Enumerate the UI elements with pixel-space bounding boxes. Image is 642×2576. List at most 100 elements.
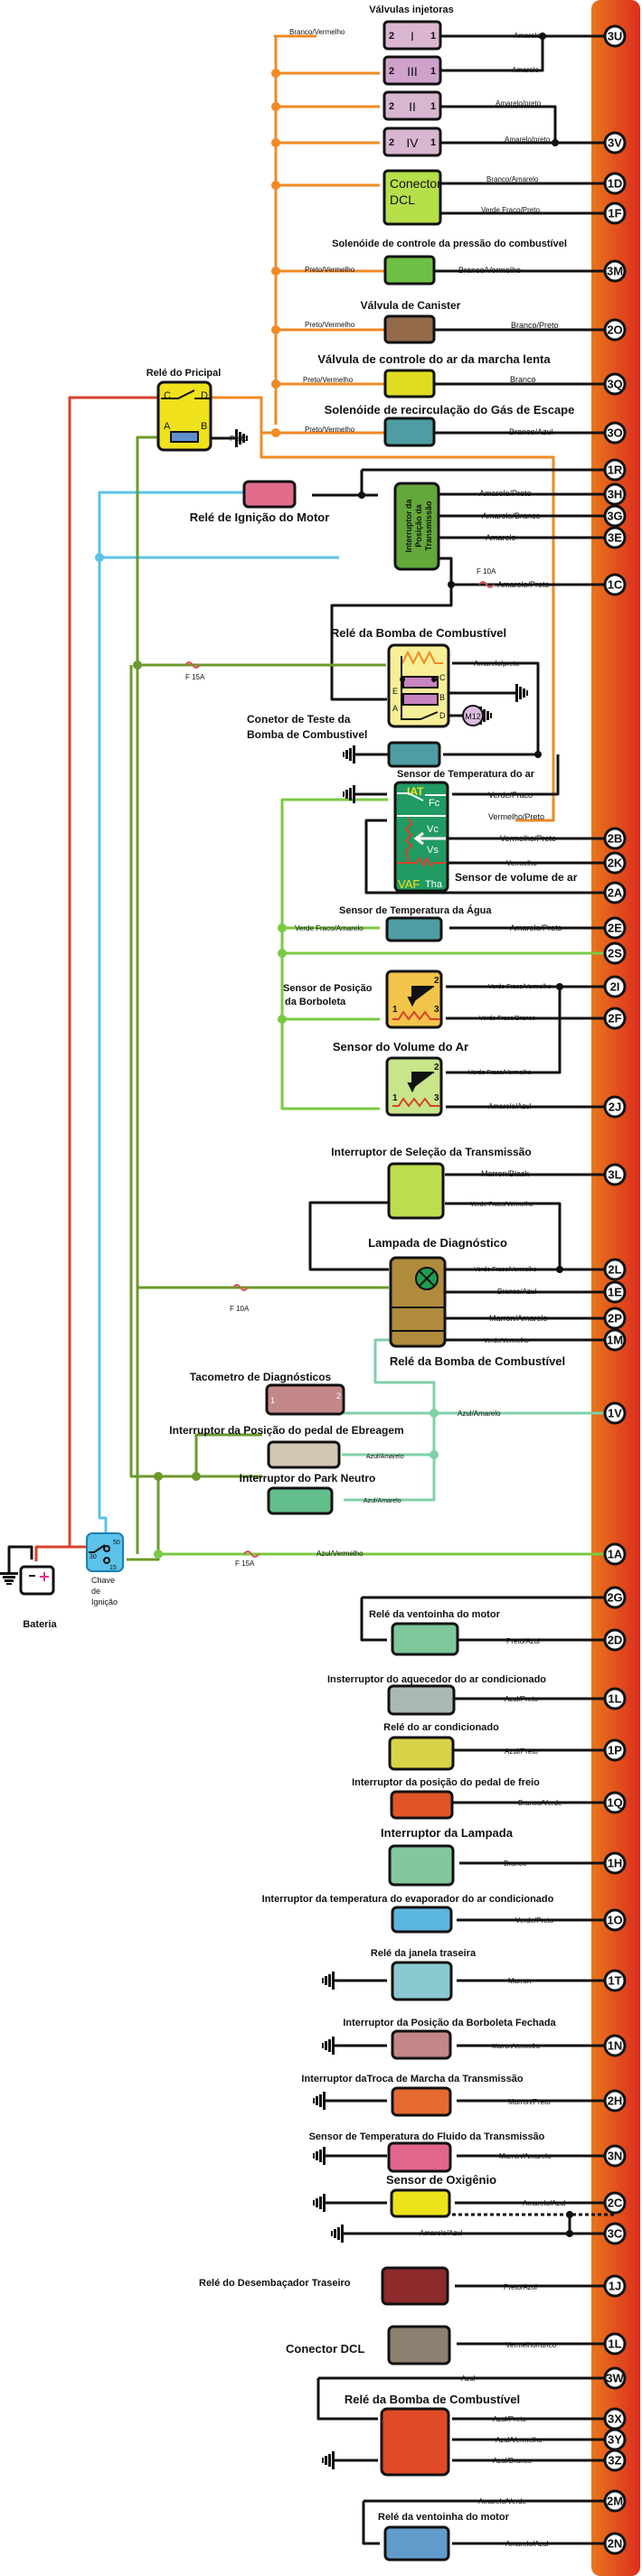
transmission-position-switch[interactable]: Interruptor da Posição da Transmissão <box>393 482 440 571</box>
ac-relay[interactable] <box>388 1736 455 1771</box>
park-neutral-switch-title: Interruptor do Park Neutro <box>240 1472 376 1485</box>
wire-label: Preto <box>230 435 248 443</box>
ignition-key-label: Ignição <box>91 1597 118 1606</box>
fuel-pump-relay-2[interactable] <box>380 2407 450 2477</box>
shift-switch[interactable] <box>391 2086 452 2117</box>
wire-label: Vermelho <box>506 859 537 867</box>
injector-4[interactable]: 2 IV 1 <box>382 126 442 157</box>
fan-relay[interactable] <box>391 1622 459 1656</box>
ecu-pin-circle <box>603 1095 627 1119</box>
wire-label: Amarelo/Branco <box>482 511 541 520</box>
wire-label: Amarelo/Preto <box>497 580 550 589</box>
ecu-pin-badge: 1A <box>603 1542 627 1566</box>
fuse-label: F 10A <box>230 1305 250 1313</box>
wire-label: Preto/Vermelho <box>303 376 354 384</box>
idle-air-valve[interactable] <box>383 369 436 398</box>
svg-text:2: 2 <box>389 101 394 112</box>
ecu-pin-badge: 3Z <box>603 2449 627 2472</box>
wire-label: Preto/Vermelho <box>305 426 355 434</box>
park-neutral-switch[interactable] <box>267 1486 334 1515</box>
lamp-switch[interactable] <box>388 1844 455 1887</box>
oxygen-sensor[interactable] <box>390 2188 451 2218</box>
ecu-pin-badge: 1C <box>603 573 627 596</box>
ecu-pin-label: 2F <box>608 1012 621 1026</box>
wire-label: Amarelo/Verde <box>478 2497 526 2506</box>
svg-text:D: D <box>201 390 208 401</box>
water-temp-sensor[interactable] <box>385 916 443 942</box>
ecu-pin-circle <box>603 526 627 549</box>
ac-evap-temp-switch[interactable] <box>391 1906 453 1934</box>
rear-window-relay[interactable] <box>391 1961 453 2001</box>
wire-label: Branco/Vermelho <box>289 28 345 36</box>
fuel-pump-test-connector[interactable] <box>387 741 441 768</box>
clutch-pedal-switch[interactable] <box>267 1440 341 1469</box>
svg-text:3: 3 <box>434 1005 439 1015</box>
ignition-relay[interactable] <box>242 480 297 509</box>
ecu-pin-label: 2J <box>609 1101 621 1114</box>
battery[interactable] <box>19 1565 55 1596</box>
ecu-pin-badge: 2F <box>603 1007 627 1030</box>
wire-label: Preto/Azul <box>504 2283 537 2291</box>
ignition-switch[interactable]: 50 30 15 <box>86 1532 124 1572</box>
ecu-pin-label: 2N <box>608 2537 623 2551</box>
ecu-pin-label: 2K <box>608 857 623 870</box>
ecu-pin-label: 2P <box>608 1312 622 1325</box>
injector-label: III <box>407 64 418 79</box>
injector-2[interactable]: 2 II 1 <box>382 90 442 121</box>
ecu-pin-badge: 2C <box>603 2191 627 2215</box>
ecu-pin-circle <box>603 458 627 482</box>
ecu-pin-badge: 1O <box>603 1908 627 1932</box>
ecu-pin-badge: 1M <box>603 1328 627 1352</box>
transmission-select-switch[interactable] <box>387 1162 445 1220</box>
ac-evap-temp-switch-title: Interruptor da temperatura do evaporador… <box>262 1894 554 1905</box>
ecu-pin-label: 2I <box>610 980 620 994</box>
ecu-pin-circle <box>603 2332 627 2356</box>
svg-text:B: B <box>201 421 207 432</box>
diagnostic-lamp[interactable] <box>389 1256 447 1348</box>
wire-label: Azul/Amarelo <box>458 1410 501 1418</box>
ecu-pin-label: 1L <box>608 2337 621 2351</box>
brake-pedal-switch[interactable] <box>390 1790 454 1820</box>
trans-fluid-temp-sensor[interactable] <box>387 2141 452 2173</box>
wire-label: Branco/Azul <box>509 427 553 436</box>
fuel-pressure-solenoid[interactable] <box>383 255 436 286</box>
ecu-pin-circle <box>603 1791 627 1814</box>
egr-solenoid[interactable] <box>383 417 436 447</box>
ecu-pin-circle <box>603 2089 627 2112</box>
wire-label: Branco/Preto <box>511 321 559 330</box>
diag-tachometer[interactable]: 1 2 <box>265 1383 345 1416</box>
main-relay[interactable]: C D A B <box>156 380 212 452</box>
dcl-connector-top[interactable]: Conector DCL <box>382 169 442 226</box>
ecu-pin-label: 2A <box>608 886 623 900</box>
wire-label: Verde Fraco/Vermelho <box>474 1267 537 1273</box>
fuel-pump-relay[interactable]: C E B A D <box>387 643 450 728</box>
svg-text:Transmissão: Transmissão <box>424 501 433 551</box>
ecu-pin-circle <box>603 1307 627 1330</box>
ac-heater-switch[interactable] <box>387 1684 456 1716</box>
wire-label: Marron/Preto <box>508 2098 551 2106</box>
dcl-connector-bottom[interactable] <box>387 2325 451 2365</box>
ecu-pin-circle <box>603 1851 627 1875</box>
air-volume-sensor[interactable]: 2 1 3 <box>385 1056 443 1117</box>
fuse-label: F 10A <box>477 567 496 576</box>
ecu-pin-circle <box>603 131 627 155</box>
throttle-position-sensor[interactable]: 2 1 3 <box>385 970 443 1029</box>
ecu-pin-label: 1F <box>608 207 621 220</box>
wire-label: Branco/Verde <box>518 1799 562 1807</box>
closed-throttle-switch[interactable] <box>391 2029 452 2060</box>
fuel-pump-test-connector-title: Bomba de Combustivel <box>247 728 367 741</box>
tps-title: Sensor de Posição <box>283 983 373 994</box>
wire-label: Verde/Preto <box>515 1916 554 1925</box>
ecu-pin-label: 2E <box>608 922 622 935</box>
ecu-pin-label: 2L <box>608 1263 621 1277</box>
injector-3[interactable]: 2 III 1 <box>382 55 442 86</box>
ecu-pin-circle <box>603 201 627 225</box>
ecu-pin-label: 3L <box>608 1168 621 1182</box>
injector-1[interactable]: 2 I 1 <box>382 20 442 51</box>
canister-valve[interactable] <box>383 314 436 344</box>
fan-relay-2[interactable] <box>383 2525 450 2562</box>
rear-defogger-relay[interactable] <box>381 2266 449 2306</box>
ecu-pin-badge: 2G <box>603 1586 627 1609</box>
vaf-sensor[interactable]: IAT Fc Vc Vs VAF Tha <box>393 781 449 893</box>
fuel-pressure-solenoid-title: Solenóide de controle da pressão do comb… <box>332 239 567 249</box>
